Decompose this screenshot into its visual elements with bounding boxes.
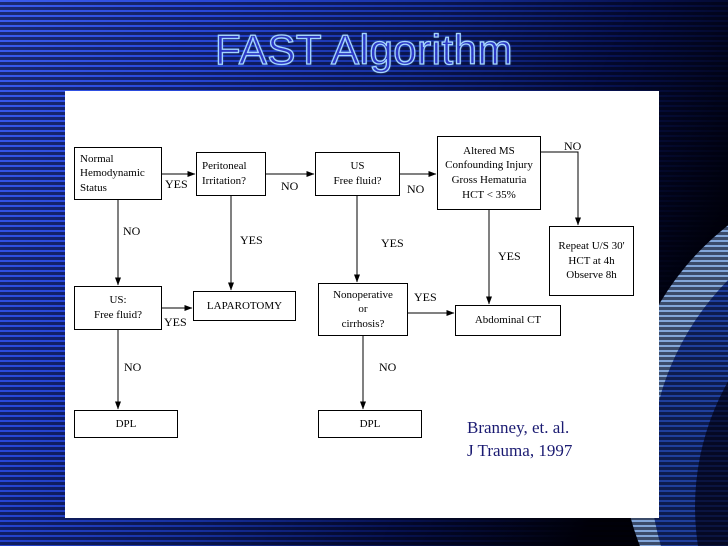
citation-line-2: J Trauma, 1997 <box>467 440 573 460</box>
node-normal-hemodynamic-status: Normal Hemodynamic Status <box>74 147 162 200</box>
edge-label-no: NO <box>564 139 582 153</box>
node-text-line: Altered MS <box>463 144 515 157</box>
edge-label-yes: YES <box>414 290 437 304</box>
node-text-line: Status <box>80 181 107 194</box>
node-nonoperative: Nonoperative or cirrhosis? <box>318 283 408 336</box>
node-text-line: Gross Hematuria <box>451 174 527 186</box>
node-dpl-right: DPL <box>318 410 422 438</box>
node-text-line: Observe 8h <box>566 269 617 282</box>
node-text-line: US: <box>109 294 127 307</box>
node-abdominal-ct: Abdominal CT <box>455 305 561 336</box>
edge-label-yes: YES <box>240 233 263 247</box>
node-text-line: HCT at 4h <box>568 254 615 267</box>
node-text-line: Normal <box>80 152 114 165</box>
edge-label-no: NO <box>124 360 142 374</box>
node-text-line: DPL <box>359 417 381 430</box>
slide-title: FAST Algorithm <box>214 25 513 73</box>
node-peritoneal-irritation: Peritoneal Irritation? <box>196 152 266 196</box>
edge-label-no: NO <box>407 182 425 196</box>
flowchart-connectors <box>115 151 581 410</box>
node-text-line: Free fluid? <box>94 309 142 321</box>
node-text-line: Free fluid? <box>333 175 382 187</box>
node-text-line: US <box>350 160 365 173</box>
edge-label-no: NO <box>281 179 299 193</box>
node-text-line: Peritoneal <box>202 160 247 173</box>
node-altered-ms: Altered MS Confounding Injury Gross Hema… <box>437 136 541 210</box>
node-text-line: Irritation? <box>202 175 246 187</box>
edge-label-no: NO <box>123 224 141 238</box>
node-text-line: Confounding Injury <box>445 159 533 172</box>
node-us-free-fluid-left: US: Free fluid? <box>74 286 162 330</box>
node-dpl-left: DPL <box>74 410 178 438</box>
node-text-line: LAPAROTOMY <box>206 299 283 312</box>
node-text-line: cirrhosis? <box>341 317 385 330</box>
edge-label-yes: YES <box>165 177 188 191</box>
citation: Branney, et. al. J Trauma, 1997 <box>467 417 572 463</box>
edge-label-yes: YES <box>381 236 404 250</box>
edge-label-yes: YES <box>498 249 521 263</box>
node-text-line: Nonoperative <box>333 288 393 301</box>
flowchart-panel: Normal Hemodynamic Status Peritoneal Irr… <box>65 91 659 518</box>
node-repeat-us: Repeat U/S 30' HCT at 4h Observe 8h <box>549 226 634 296</box>
node-laparotomy: LAPAROTOMY <box>193 291 296 321</box>
node-text-line: Repeat U/S 30' <box>558 240 625 253</box>
edge-label-yes: YES <box>164 315 187 329</box>
node-text-line: HCT < 35% <box>462 188 516 201</box>
edge-label-no: NO <box>379 360 397 374</box>
connector-altered-to-repeat <box>541 151 581 226</box>
node-text-line: or <box>358 303 368 316</box>
node-us-free-fluid-top: US Free fluid? <box>315 152 400 196</box>
node-text-line: DPL <box>115 417 137 430</box>
citation-line-1: Branney, et. al. <box>467 418 570 437</box>
node-text-line: Hemodynamic <box>80 167 145 180</box>
node-text-line: Abdominal CT <box>474 314 542 327</box>
